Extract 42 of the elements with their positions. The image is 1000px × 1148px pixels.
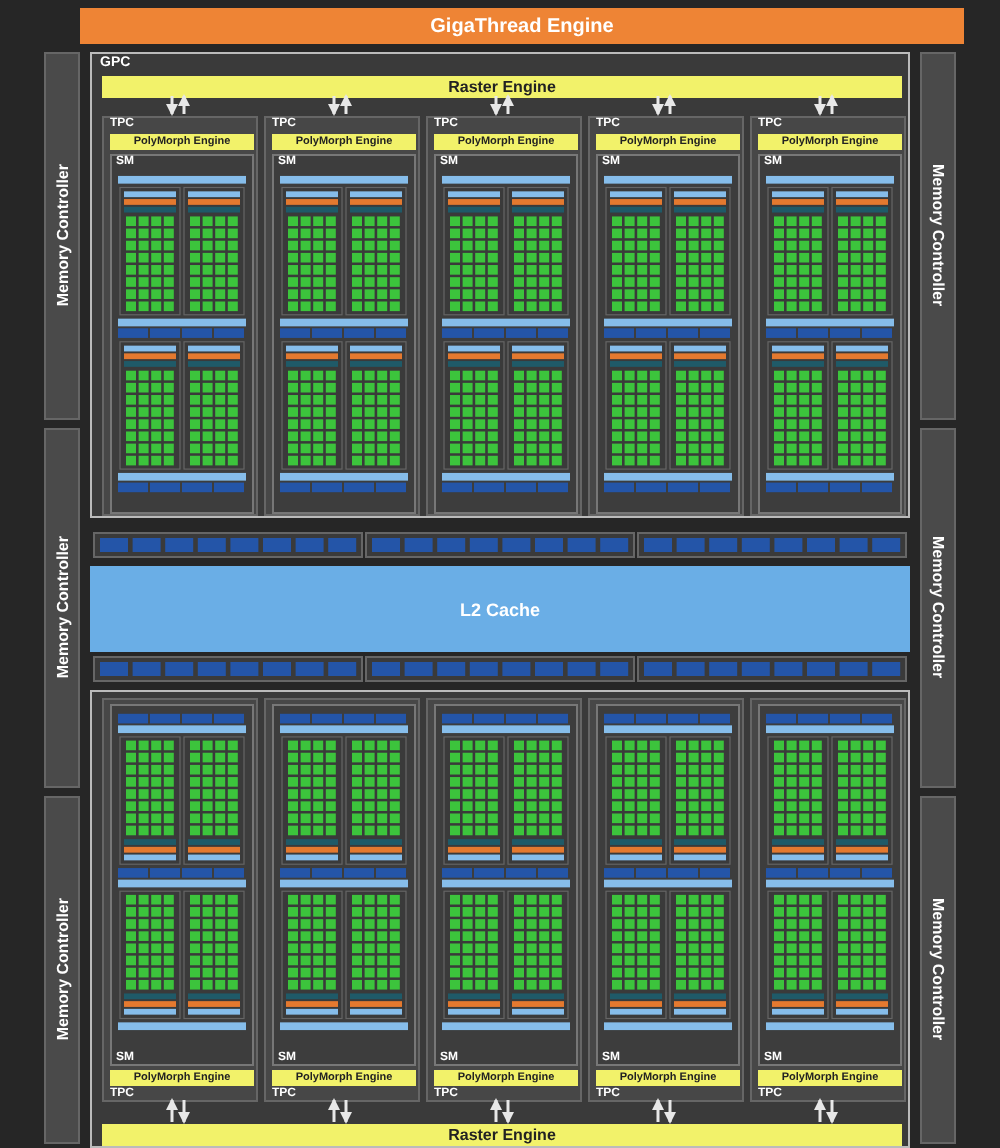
tpc-panel — [588, 116, 744, 516]
tpc-panel — [102, 116, 258, 516]
arrow — [664, 1100, 676, 1124]
tpc-panel — [264, 698, 420, 1102]
memory-controller-panel: Memory Controller — [44, 52, 80, 420]
arrow — [826, 1100, 838, 1124]
tpc-panel — [102, 698, 258, 1102]
arrow — [166, 1098, 178, 1122]
gpc-panel — [90, 52, 910, 518]
raster-engine-bar: Raster Engine — [102, 76, 902, 98]
tpc-panel — [750, 698, 906, 1102]
memory-controller-panel: Memory Controller — [920, 52, 956, 420]
arrow — [490, 96, 502, 116]
arrow — [328, 96, 340, 116]
tpc-panel — [426, 116, 582, 516]
arrow — [340, 1100, 352, 1124]
gpc-panel — [90, 690, 910, 1148]
arrow — [652, 96, 664, 116]
raster-engine-bar: Raster Engine — [102, 1124, 902, 1146]
tpc-panel — [750, 116, 906, 516]
arrow — [502, 94, 514, 114]
arrow — [178, 1100, 190, 1124]
engine-bar: GigaThread Engine — [80, 8, 964, 44]
arrow — [826, 94, 838, 114]
tpc-panel — [264, 116, 420, 516]
memory-controller-panel: Memory Controller — [920, 796, 956, 1144]
arrow — [502, 1100, 514, 1124]
arrow — [166, 96, 178, 116]
tpc-panel — [426, 698, 582, 1102]
memory-controller-panel: Memory Controller — [920, 428, 956, 788]
l2-cache-block: L2 Cache — [90, 566, 910, 652]
arrow — [178, 94, 190, 114]
arrow — [652, 1098, 664, 1122]
arrow — [490, 1098, 502, 1122]
memory-controller-panel: Memory Controller — [44, 796, 80, 1144]
tpc-panel — [588, 698, 744, 1102]
arrow — [814, 96, 826, 116]
arrow — [328, 1098, 340, 1122]
arrow — [814, 1098, 826, 1122]
memory-controller-panel: Memory Controller — [44, 428, 80, 788]
arrow — [340, 94, 352, 114]
arrow — [664, 94, 676, 114]
